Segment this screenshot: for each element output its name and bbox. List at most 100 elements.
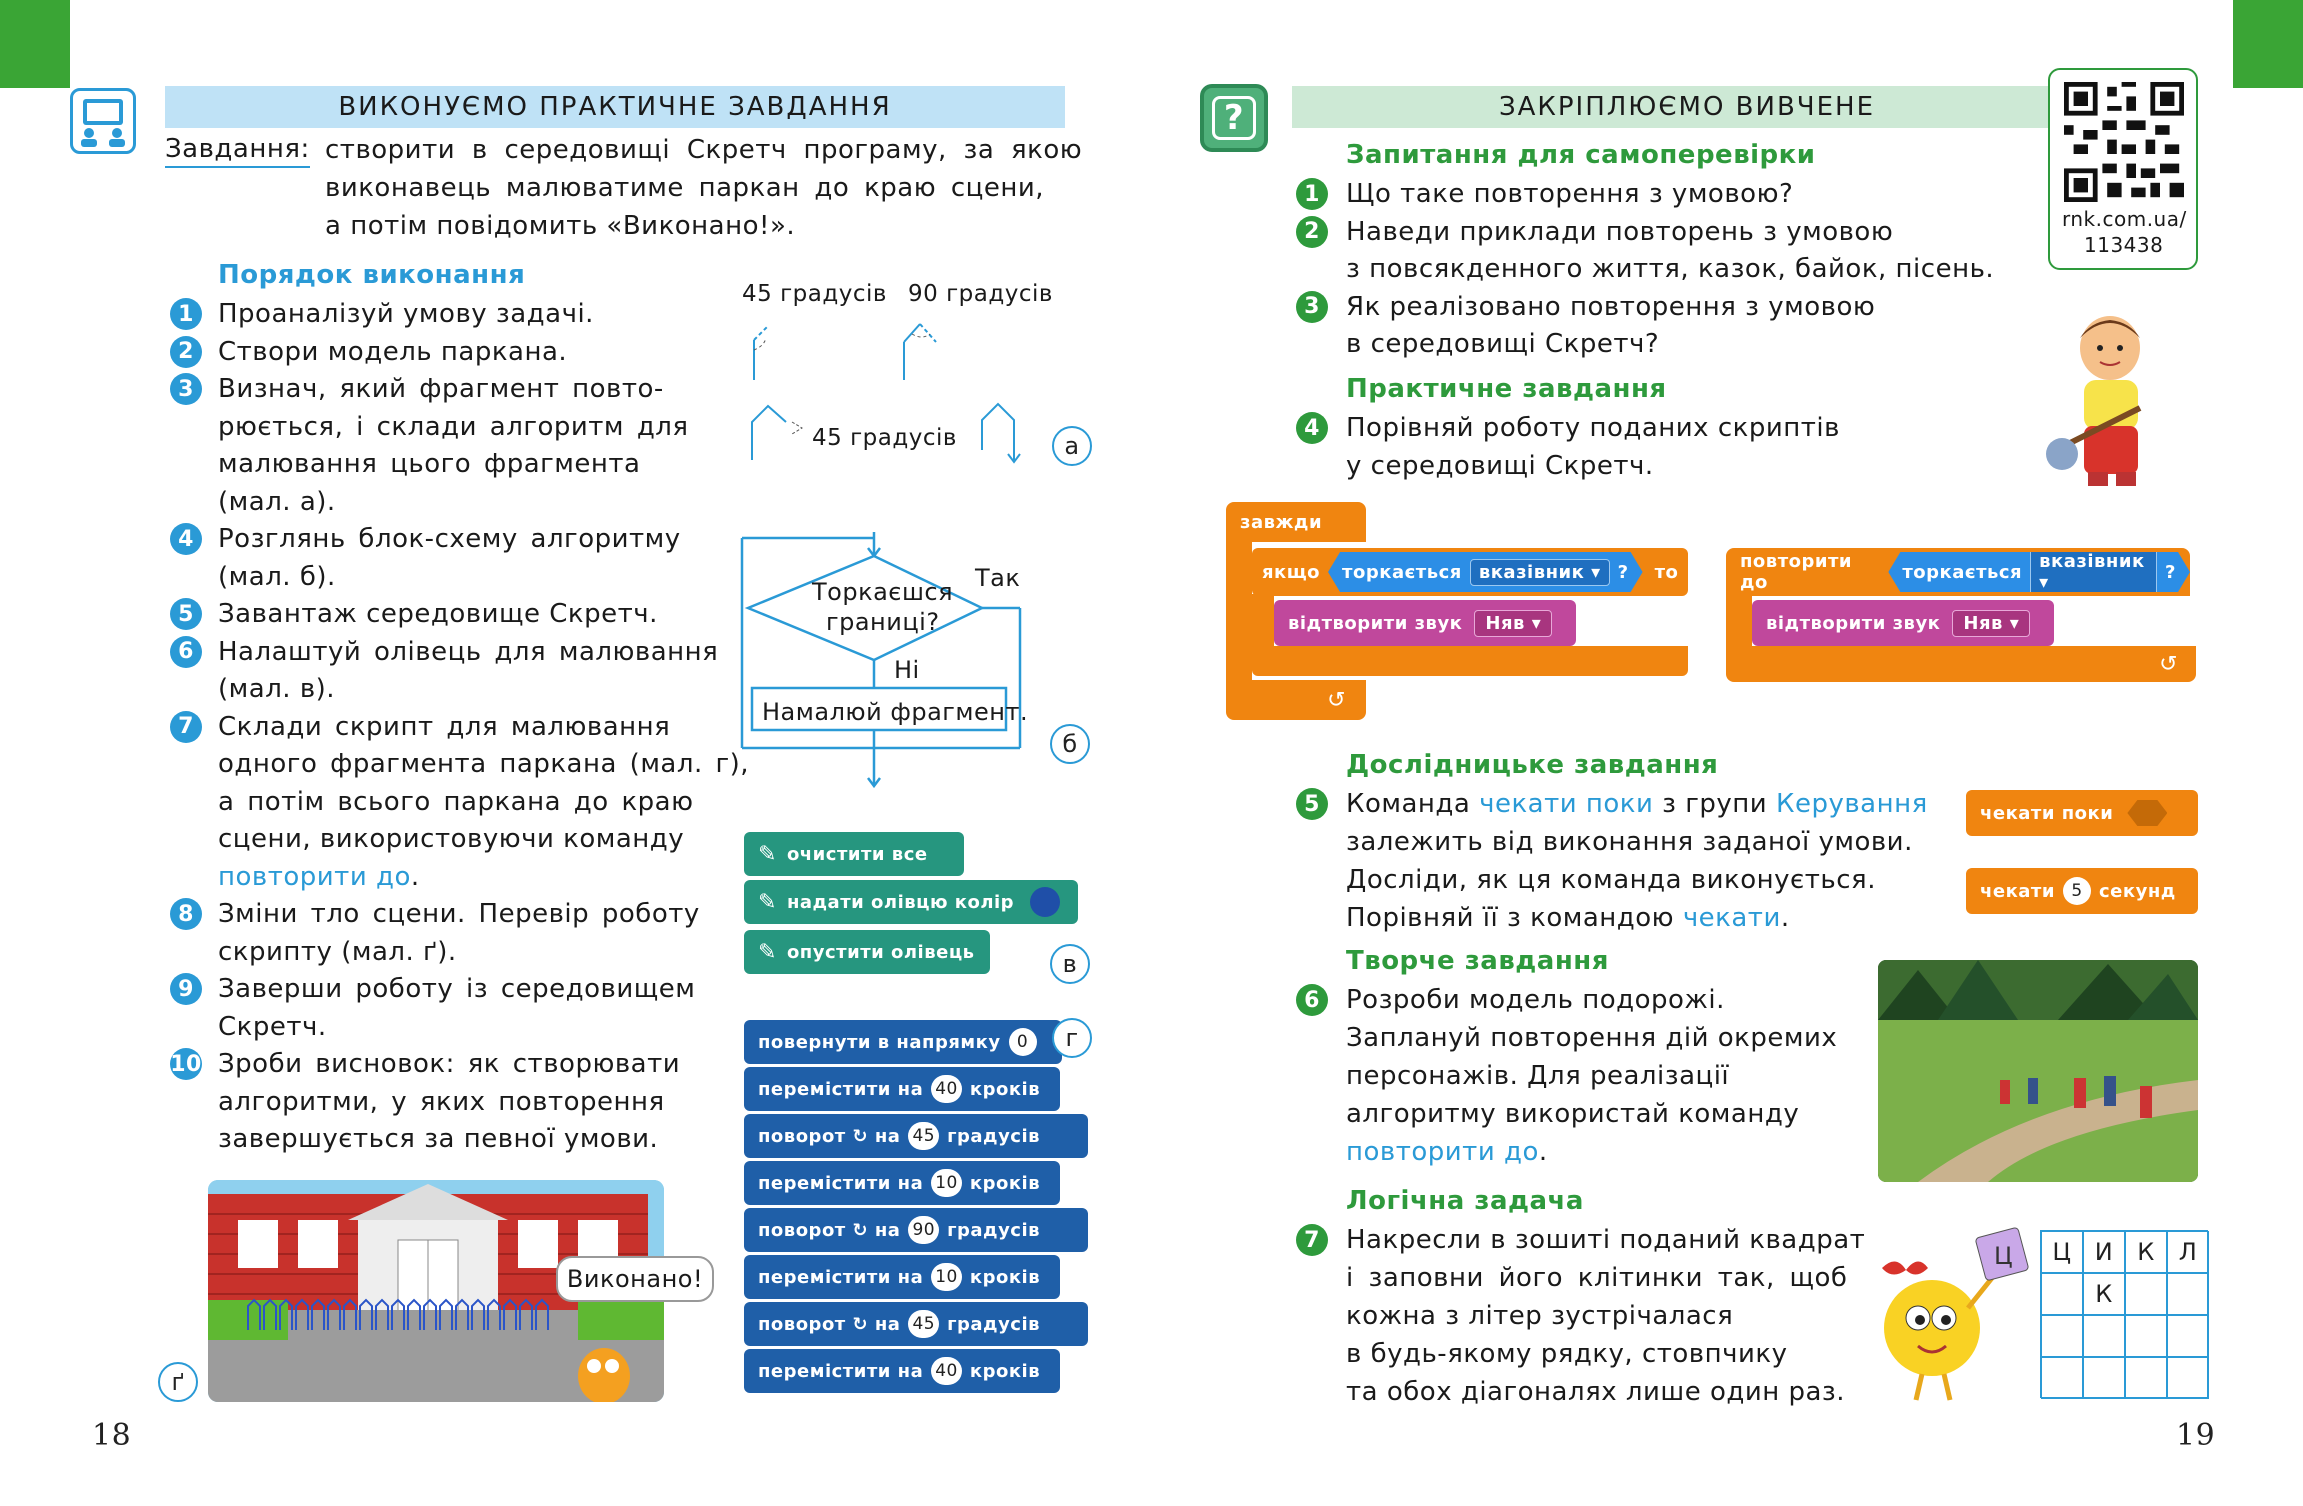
qr-box: rnk.com.ua/ 113438: [2048, 68, 2198, 270]
q6-line-2: Заплануй повторення дій окремих: [1346, 1023, 1838, 1053]
step-6-line-1: Налаштуй олівець для малювання: [218, 636, 719, 667]
step-10-line-3: завершується за певної умови.: [218, 1124, 659, 1154]
grid-cell: [2167, 1315, 2209, 1357]
practical-heading: Практичне завдання: [1346, 374, 1667, 404]
logic-heading: Логічна задача: [1346, 1186, 1584, 1216]
step-3-line-3: малювання цього фрагмента: [218, 449, 641, 479]
step-9-line-1: Заверши роботу із середовищем: [218, 974, 696, 1004]
step-number-3: 3: [170, 373, 202, 405]
q6-line-3: персонажів. Для реалізації: [1346, 1061, 1730, 1091]
fence-fragment-diagram: [751, 323, 1021, 464]
step-number-2: 2: [170, 335, 202, 368]
question-number-2: 2: [1296, 215, 1328, 248]
page-number-left: 18: [92, 1418, 132, 1453]
wait-until-block[interactable]: чекати поки: [1966, 790, 2198, 836]
step-8-line-1: Зміни тло сцени. Перевір роботу: [218, 899, 700, 929]
q6-number: 6: [1296, 984, 1328, 1016]
question-2-line-1: Наведи приклади повторень з умовою: [1346, 216, 1894, 247]
q5-line-4: Порівняй її з командою чекати.: [1346, 903, 1790, 933]
forever-foot: ↺: [1226, 680, 1366, 720]
step-10-line-2: алгоритми, у яких повторення: [218, 1086, 665, 1117]
step-number-8: 8: [170, 898, 202, 930]
flow-action: Намалюй фрагмент.: [762, 698, 1029, 726]
block-clear-all[interactable]: ✎очистити все: [744, 832, 964, 876]
fig-label-b: б: [1050, 724, 1090, 764]
step-4-line-1: Розглянь блок-схему алгоритму: [218, 524, 681, 554]
creative-heading: Творче завдання: [1346, 946, 1609, 976]
q4-line-1: Порівняй роботу поданих скриптів: [1346, 413, 1840, 443]
grid-cell: Ц: [2041, 1231, 2083, 1273]
step-9-line-2: Скретч.: [218, 1011, 327, 1042]
step-6-line-2: (мал. в).: [218, 674, 336, 704]
if-arm: [1252, 594, 1274, 648]
grid-cell: [2083, 1357, 2125, 1399]
question-number-1: 1: [1296, 178, 1328, 210]
question-3-line-2: в середовищі Скретч?: [1346, 329, 1660, 359]
step-number-6: 6: [170, 635, 202, 668]
step-number-9: 9: [170, 973, 202, 1005]
q5-number: 5: [1296, 788, 1328, 820]
q7-line-2: і заповни його клітинки так, щоб: [1346, 1263, 1848, 1293]
q6-line-1: Розроби модель подорожі.: [1346, 985, 1725, 1015]
qr-url[interactable]: rnk.com.ua/: [2062, 207, 2187, 231]
fig-label-v: в: [1050, 944, 1090, 984]
angle-label-90: 90 градусів: [908, 281, 1053, 307]
kolobok-illustration: Ц: [1882, 1227, 2029, 1401]
step-7-line-2: одного фрагмента паркана (мал. г),: [218, 749, 750, 779]
computer-icon: [70, 88, 136, 154]
step-number-4: 4: [170, 523, 202, 555]
hikers-photo: [1878, 960, 2198, 1182]
step-3-line-4: (мал. а).: [218, 486, 336, 517]
flow-condition-1: Торкаєшся: [812, 578, 954, 606]
step-7-line-1: Склади скрипт для малювання: [218, 711, 671, 742]
forever-arm: [1226, 540, 1252, 680]
question-2-line-2: з повсякденного життя, казок, байок, піс…: [1346, 254, 1995, 284]
grid-cell: [2041, 1315, 2083, 1357]
repeat-foot: ↺: [1726, 646, 2196, 682]
q6-line-4: алгоритму використай команду: [1346, 1099, 1800, 1129]
fig-label-a: а: [1052, 426, 1092, 466]
q5-line-2: залежить від виконання заданої умови.: [1346, 827, 1913, 857]
grid-cell: [2125, 1357, 2167, 1399]
block-pen-down[interactable]: ✎опустити олівець: [744, 930, 990, 974]
task-line-1: створити в середовищі Скретч програму, з…: [325, 135, 1083, 165]
block-set-pen-color[interactable]: ✎надати олівцю колір: [744, 880, 1078, 924]
q4-line-2: у середовищі Скретч.: [1346, 451, 1654, 481]
q6-line-5: повторити до.: [1346, 1137, 1548, 1167]
step-5-line-1: Завантаж середовище Скретч.: [218, 599, 658, 629]
forever-block[interactable]: завжди: [1226, 502, 1366, 542]
step-7-link-line: повторити до.: [218, 861, 420, 892]
fig-label-g2: ґ: [158, 1362, 198, 1402]
angle-label-45: 45 градусів: [742, 281, 887, 307]
q7-line-4: в будь-якому рядку, стовпчику: [1346, 1339, 1788, 1369]
grid-cell: [2125, 1273, 2167, 1315]
angle-label-45-b: 45 градусів: [812, 425, 957, 451]
step-10-line-1: Зроби висновок: як створювати: [218, 1049, 681, 1079]
grid-cell: И: [2083, 1231, 2125, 1273]
question-icon: ?: [1200, 84, 1268, 152]
qr-code-icon: [2064, 82, 2184, 202]
consolidate-banner: ЗАКРІПЛЮЄМО ВИВЧЕНЕ: [1292, 86, 2082, 128]
grid-cell: [2041, 1357, 2083, 1399]
q5-line-3: Досліди, як ця команда виконується.: [1346, 865, 1876, 895]
step-2-line-1: Створи модель паркана.: [218, 336, 568, 367]
research-heading: Дослідницьке завдання: [1346, 750, 1719, 780]
q7-number: 7: [1296, 1224, 1328, 1256]
flowchart: [740, 532, 1022, 789]
flow-yes: Так: [975, 564, 1021, 592]
repeat-arm: [1726, 594, 1752, 648]
